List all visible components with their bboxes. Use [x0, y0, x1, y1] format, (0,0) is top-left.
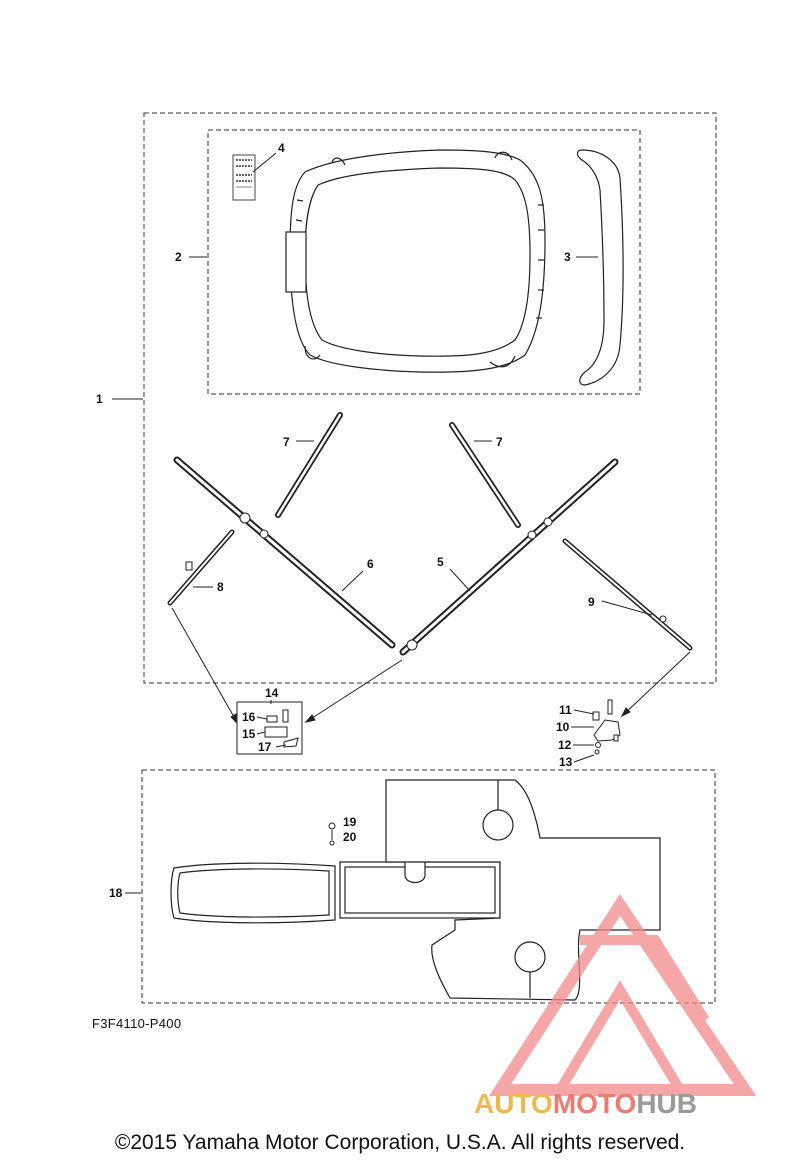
- callout-14: 14: [265, 686, 279, 700]
- storage-boot-part: [576, 149, 624, 386]
- callout-1: 1: [96, 392, 103, 406]
- strut-left-part: [275, 412, 343, 518]
- callout-15: 15: [242, 727, 256, 741]
- group-box-bimini: [143, 112, 717, 684]
- watermark-hub: HUB: [636, 1088, 697, 1119]
- watermark-moto: MOTO: [553, 1088, 636, 1119]
- callout-4: 4: [278, 141, 285, 155]
- callout-8: 8: [217, 580, 224, 594]
- callout-16: 16: [242, 710, 256, 724]
- callout-7a: 7: [283, 435, 290, 449]
- callout-5: 5: [437, 555, 444, 569]
- callout-7b: 7: [496, 435, 503, 449]
- callout-6: 6: [367, 557, 374, 571]
- diagram-code: F3F4110-P400: [92, 1016, 182, 1031]
- callout-20: 20: [343, 830, 357, 844]
- callout-18: 18: [109, 886, 123, 900]
- group-box-cover: [207, 129, 641, 395]
- callout-11: 11: [559, 703, 572, 717]
- screw-fastener: [328, 822, 336, 846]
- watermark-text: AUTOMOTOHUB: [474, 1088, 697, 1119]
- watermark-auto: AUTO: [474, 1088, 553, 1119]
- main-bow-left-part: [173, 456, 396, 649]
- callout-3: 3: [564, 250, 571, 264]
- assembly-arrows: [171, 607, 691, 726]
- callout-leaders: [112, 152, 653, 894]
- hardware-14-parts: [264, 709, 299, 748]
- strut-right-part: [449, 422, 521, 528]
- bimini-canvas-part: [285, 149, 546, 373]
- support-pole-right-part: [562, 538, 693, 651]
- support-pole-left-part: [167, 529, 235, 606]
- copyright-notice: ©2015 Yamaha Motor Corporation, U.S.A. A…: [114, 1131, 686, 1154]
- group-box-mat: [141, 769, 716, 1004]
- main-bow-right-part: [399, 458, 619, 656]
- callout-9: 9: [588, 595, 595, 609]
- callout-10: 10: [556, 720, 570, 734]
- mat-set-part: [170, 779, 661, 1001]
- callout-2: 2: [175, 250, 182, 264]
- label-tag-part: [232, 154, 256, 201]
- callout-12: 12: [558, 738, 572, 752]
- bracket-hardware: [592, 699, 621, 755]
- watermark-logo: [488, 894, 757, 1096]
- callout-17: 17: [258, 740, 272, 754]
- callouts: 1 2 3 4 5 6 7 7 8 9 10 11 12 13 14 15 16…: [96, 141, 595, 900]
- callout-19: 19: [343, 815, 357, 829]
- callout-13: 13: [559, 755, 573, 769]
